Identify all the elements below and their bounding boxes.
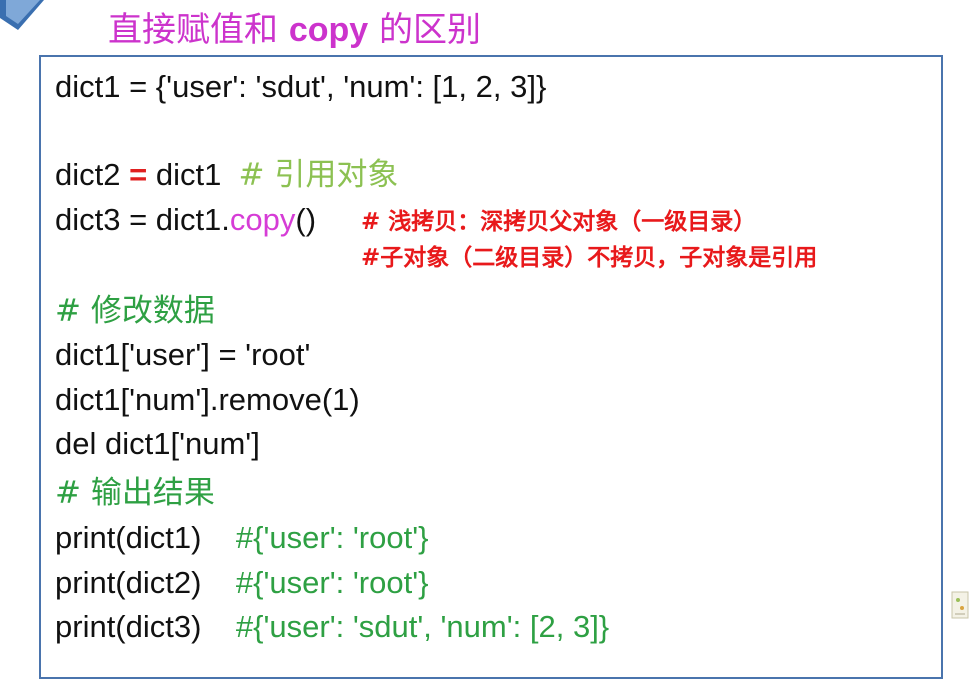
print1-call: print(dict1) xyxy=(55,520,236,555)
title-suffix: 的区别 xyxy=(368,10,481,50)
assign-operator: = xyxy=(129,157,148,192)
print1-result: #{'user': 'root'} xyxy=(235,520,429,555)
print2-call: print(dict2) xyxy=(55,565,236,600)
copy-method: copy xyxy=(229,202,296,237)
print3-call: print(dict3) xyxy=(55,609,236,644)
print3-result: #{'user': 'sdut', 'num': [2, 3]} xyxy=(235,609,610,644)
title-keyword: copy xyxy=(288,11,369,49)
code-line-print2: print(dict2) #{'user': 'root'} xyxy=(55,563,428,603)
code-line-print3: print(dict3) #{'user': 'sdut', 'num': [2… xyxy=(55,607,609,647)
code-line-print1: print(dict1) #{'user': 'root'} xyxy=(55,518,428,558)
code-line-dict3-copy: dict3 = dict1.copy() xyxy=(55,200,316,240)
code-line-set-user: dict1['user'] = 'root' xyxy=(55,337,311,372)
slide-title: 直接赋值和 copy 的区别 xyxy=(108,6,481,54)
code-dict2-lhs: dict2 xyxy=(55,157,130,192)
code-line-dict1-assign: dict1 = {'user': 'sdut', 'num': [1, 2, 3… xyxy=(55,69,547,104)
title-prefix: 直接赋值和 xyxy=(108,10,289,50)
note-shallow-copy: # 浅拷贝：深拷贝父对象（一级目录） xyxy=(361,208,757,235)
code-dict3-prefix: dict3 = dict1. xyxy=(55,202,230,237)
corner-decoration-icon xyxy=(0,0,44,30)
code-box: dict1 = {'user': 'sdut', 'num': [1, 2, 3… xyxy=(39,55,943,679)
comment-output: # 输出结果 xyxy=(55,475,215,511)
code-line-remove: dict1['num'].remove(1) xyxy=(55,382,360,417)
note-child-reference: #子对象（二级目录）不拷贝，子对象是引用 xyxy=(361,244,818,271)
code-line-del: del dict1['num'] xyxy=(55,426,260,461)
code-dict3-suffix: () xyxy=(295,202,317,237)
code-line-dict2-assign: dict2 = dict1 # 引用对象 xyxy=(55,155,398,195)
print2-result: #{'user': 'root'} xyxy=(235,565,429,600)
comment-reference: # 引用对象 xyxy=(238,157,399,193)
code-dict2-rhs: dict1 xyxy=(147,157,239,192)
slide-mark-icon xyxy=(951,591,969,619)
comment-modify-data: # 修改数据 xyxy=(55,293,215,329)
